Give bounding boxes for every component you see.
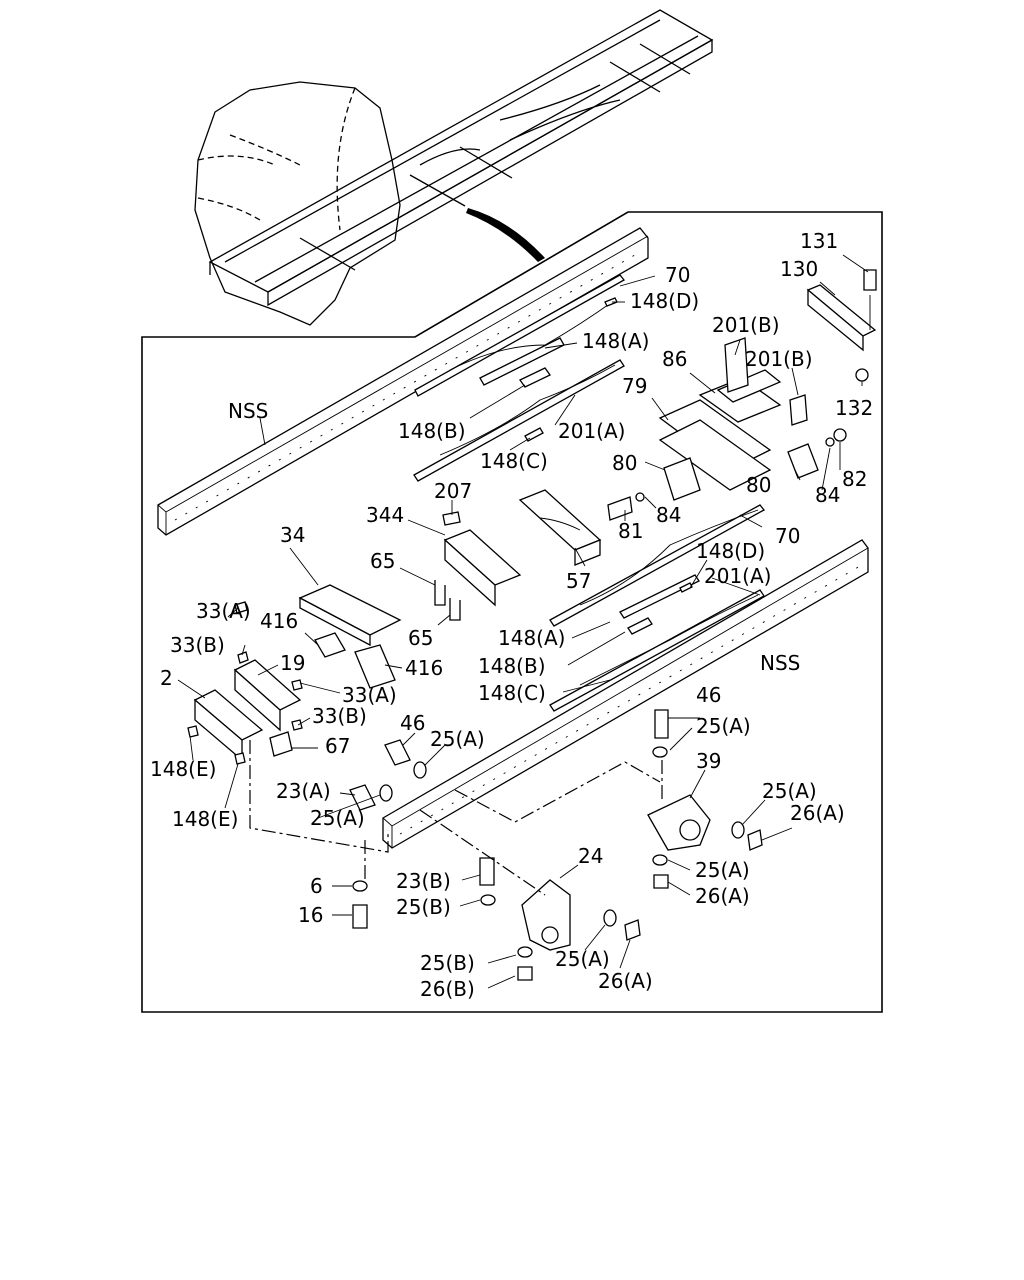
label-23b: 23(B) — [396, 869, 451, 893]
label-86: 86 — [662, 347, 687, 371]
label-132: 132 — [835, 396, 873, 420]
label-344: 344 — [366, 503, 404, 527]
label-84-2: 84 — [815, 483, 840, 507]
label-25a-2: 25(A) — [696, 714, 751, 738]
nss-rail-left — [157, 227, 649, 536]
assembly-centerlines — [249, 740, 663, 896]
nss-rail-right — [382, 539, 869, 849]
crossmember-79-86 — [607, 337, 847, 521]
label-24: 24 — [578, 844, 603, 868]
label-25a-5: 25(A) — [695, 858, 750, 882]
label-416-2: 416 — [405, 656, 443, 680]
label-25b-1: 25(B) — [396, 895, 451, 919]
label-25b-2: 25(B) — [420, 951, 475, 975]
label-148a-top: 148(A) — [582, 329, 649, 353]
label-26b: 26(B) — [420, 977, 475, 1001]
label-201a-mid: 201(A) — [704, 564, 771, 588]
label-19: 19 — [280, 651, 305, 675]
label-130: 130 — [780, 257, 818, 281]
label-26a-3: 26(A) — [598, 969, 653, 993]
label-148e-1: 148(E) — [150, 757, 216, 781]
label-148b-top: 148(B) — [398, 419, 466, 443]
label-148b-mid: 148(B) — [478, 654, 546, 678]
label-207: 207 — [434, 479, 472, 503]
label-201b-1: 201(B) — [712, 313, 780, 337]
label-131: 131 — [800, 229, 838, 253]
label-6: 6 — [310, 874, 323, 898]
truck-overview — [194, 9, 714, 326]
label-79: 79 — [622, 374, 647, 398]
label-148c-top: 148(C) — [480, 449, 548, 473]
label-26a-2: 26(A) — [695, 884, 750, 908]
label-84-1: 84 — [656, 503, 681, 527]
label-148a-mid: 148(A) — [498, 626, 565, 650]
label-80-2: 80 — [746, 473, 771, 497]
label-25a-4: 25(A) — [762, 779, 817, 803]
detail-frame — [141, 211, 883, 1013]
label-57: 57 — [566, 569, 591, 593]
label-70-top: 70 — [665, 263, 690, 287]
crossmember-19 — [233, 659, 302, 732]
label-2: 2 — [160, 666, 173, 690]
label-nss-left: NSS — [228, 399, 268, 423]
label-65-1: 65 — [370, 549, 395, 573]
label-67: 67 — [325, 734, 350, 758]
spring-hanger-24 — [479, 857, 641, 981]
label-65-2: 65 — [408, 626, 433, 650]
label-25a-1: 25(A) — [430, 727, 485, 751]
fasteners-lower-left — [187, 601, 427, 929]
label-201b-2: 201(B) — [745, 347, 813, 371]
crossmember-34 — [298, 584, 402, 647]
label-33b-2: 33(B) — [312, 704, 367, 728]
label-16: 16 — [298, 903, 323, 927]
part-labels: 131 130 70 148(D) 201(B) 148(A) 86 201(B… — [150, 229, 873, 1001]
label-33a-1: 33(A) — [196, 599, 251, 623]
spring-hanger-39 — [647, 709, 763, 889]
reinforcement-plates-mid — [549, 504, 765, 712]
label-33a-2: 33(A) — [342, 683, 397, 707]
label-39: 39 — [696, 749, 721, 773]
crossmember-344 — [442, 511, 522, 607]
label-nss-right: NSS — [760, 651, 800, 675]
label-25a-6: 25(A) — [555, 947, 610, 971]
label-34: 34 — [280, 523, 305, 547]
reinforcement-plates-top — [413, 274, 625, 482]
label-25a-3: 25(A) — [310, 806, 365, 830]
label-70-mid: 70 — [775, 524, 800, 548]
label-46-1: 46 — [400, 711, 425, 735]
label-148d-top: 148(D) — [630, 289, 699, 313]
label-148c-mid: 148(C) — [478, 681, 546, 705]
label-23a: 23(A) — [276, 779, 331, 803]
label-416-1: 416 — [260, 609, 298, 633]
label-148e-2: 148(E) — [172, 807, 238, 831]
label-81: 81 — [618, 519, 643, 543]
brackets-416-65 — [314, 580, 461, 689]
label-80-1: 80 — [612, 451, 637, 475]
label-33b-1: 33(B) — [170, 633, 225, 657]
label-201a-top: 201(A) — [558, 419, 625, 443]
label-82: 82 — [842, 467, 867, 491]
bracket-130 — [806, 269, 877, 382]
crossmember-57 — [518, 489, 602, 566]
label-46-2: 46 — [696, 683, 721, 707]
leader-lines — [177, 254, 869, 989]
label-26a-1: 26(A) — [790, 801, 845, 825]
label-148d-mid: 148(D) — [696, 539, 765, 563]
